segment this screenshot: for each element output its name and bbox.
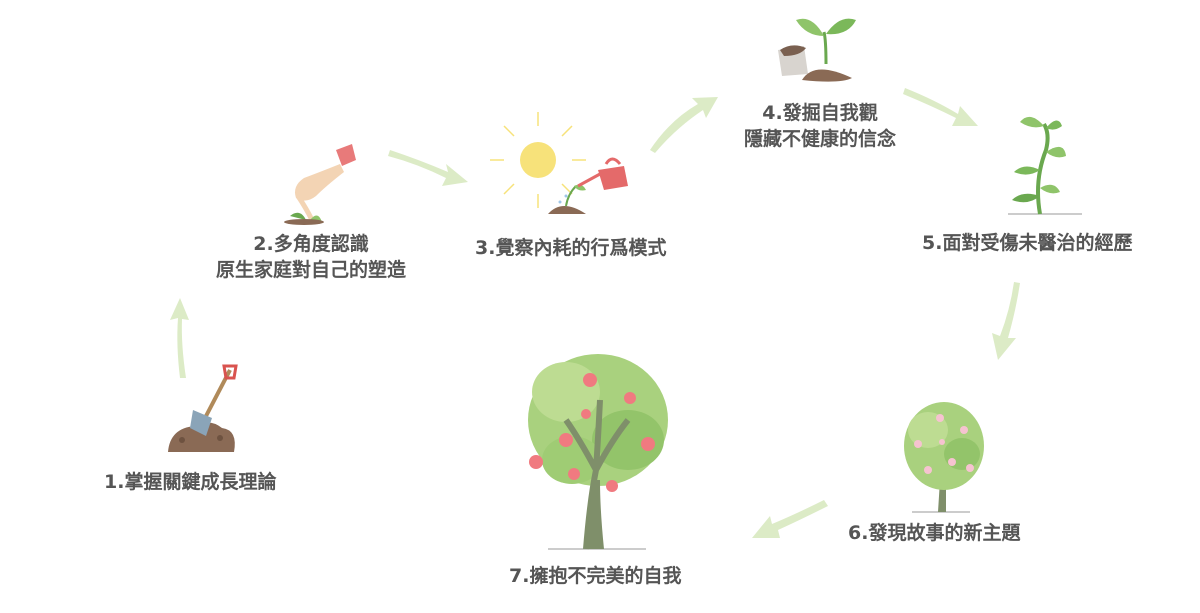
young-sprout-icon — [1008, 116, 1082, 215]
arrow-4-to-5 — [903, 88, 978, 126]
arrow-5-to-6 — [992, 282, 1020, 360]
shovel-in-soil-icon — [168, 364, 238, 452]
step-6-text: 發現故事的新主題 — [868, 522, 1021, 544]
step-4-number: 4. — [762, 102, 783, 124]
arrow-2-to-3 — [388, 150, 468, 186]
step-4-line2: 隱藏不健康的信念 — [743, 128, 897, 150]
step-6-label: 6.發現故事的新主題 — [848, 520, 1020, 546]
step-5-text: 面對受傷未醫治的經歷 — [942, 232, 1133, 254]
step-3-label: 3.覺察內耗的行爲模式 — [475, 235, 666, 261]
step-7-label: 7.擁抱不完美的自我 — [509, 563, 681, 589]
cycle-arrows — [170, 88, 1020, 538]
step-2-number: 2. — [253, 233, 274, 255]
step-5-number: 5. — [922, 232, 943, 254]
arrow-6-to-7 — [752, 500, 828, 538]
step-3-number: 3. — [475, 237, 496, 259]
seedling-with-soil-bag-icon — [778, 18, 856, 82]
arrow-1-to-2 — [170, 298, 189, 378]
step-2-label: 2.多角度認識 原生家庭對自己的塑造 — [216, 231, 406, 283]
sun-and-watering-can-icon — [490, 112, 628, 214]
step-6-number: 6. — [848, 522, 869, 544]
step-1-text: 掌握關鍵成長理論 — [124, 471, 277, 493]
fruit-tree-icon — [528, 354, 668, 550]
step-5-label: 5.面對受傷未醫治的經歷 — [922, 230, 1132, 256]
step-3-text: 覺察內耗的行爲模式 — [495, 237, 667, 259]
step-2-line1: 2.多角度認識 — [216, 231, 406, 257]
blossom-tree-icon — [904, 402, 984, 513]
step-1-label: 1.掌握關鍵成長理論 — [104, 469, 276, 495]
arrow-3-to-4 — [650, 97, 718, 153]
step-4-label: 4.發掘自我觀 隱藏不健康的信念 — [744, 100, 896, 152]
step-4-line1: 4.發掘自我觀 — [744, 100, 896, 126]
step-4-title: 發掘自我觀 — [782, 102, 878, 124]
step-1-number: 1. — [104, 471, 125, 493]
hand-planting-seed-icon — [284, 144, 356, 225]
step-2-title: 多角度認識 — [273, 233, 369, 255]
step-7-text: 擁抱不完美的自我 — [529, 565, 682, 587]
step-7-number: 7. — [509, 565, 530, 587]
step-2-line2: 原生家庭對自己的塑造 — [215, 259, 407, 281]
